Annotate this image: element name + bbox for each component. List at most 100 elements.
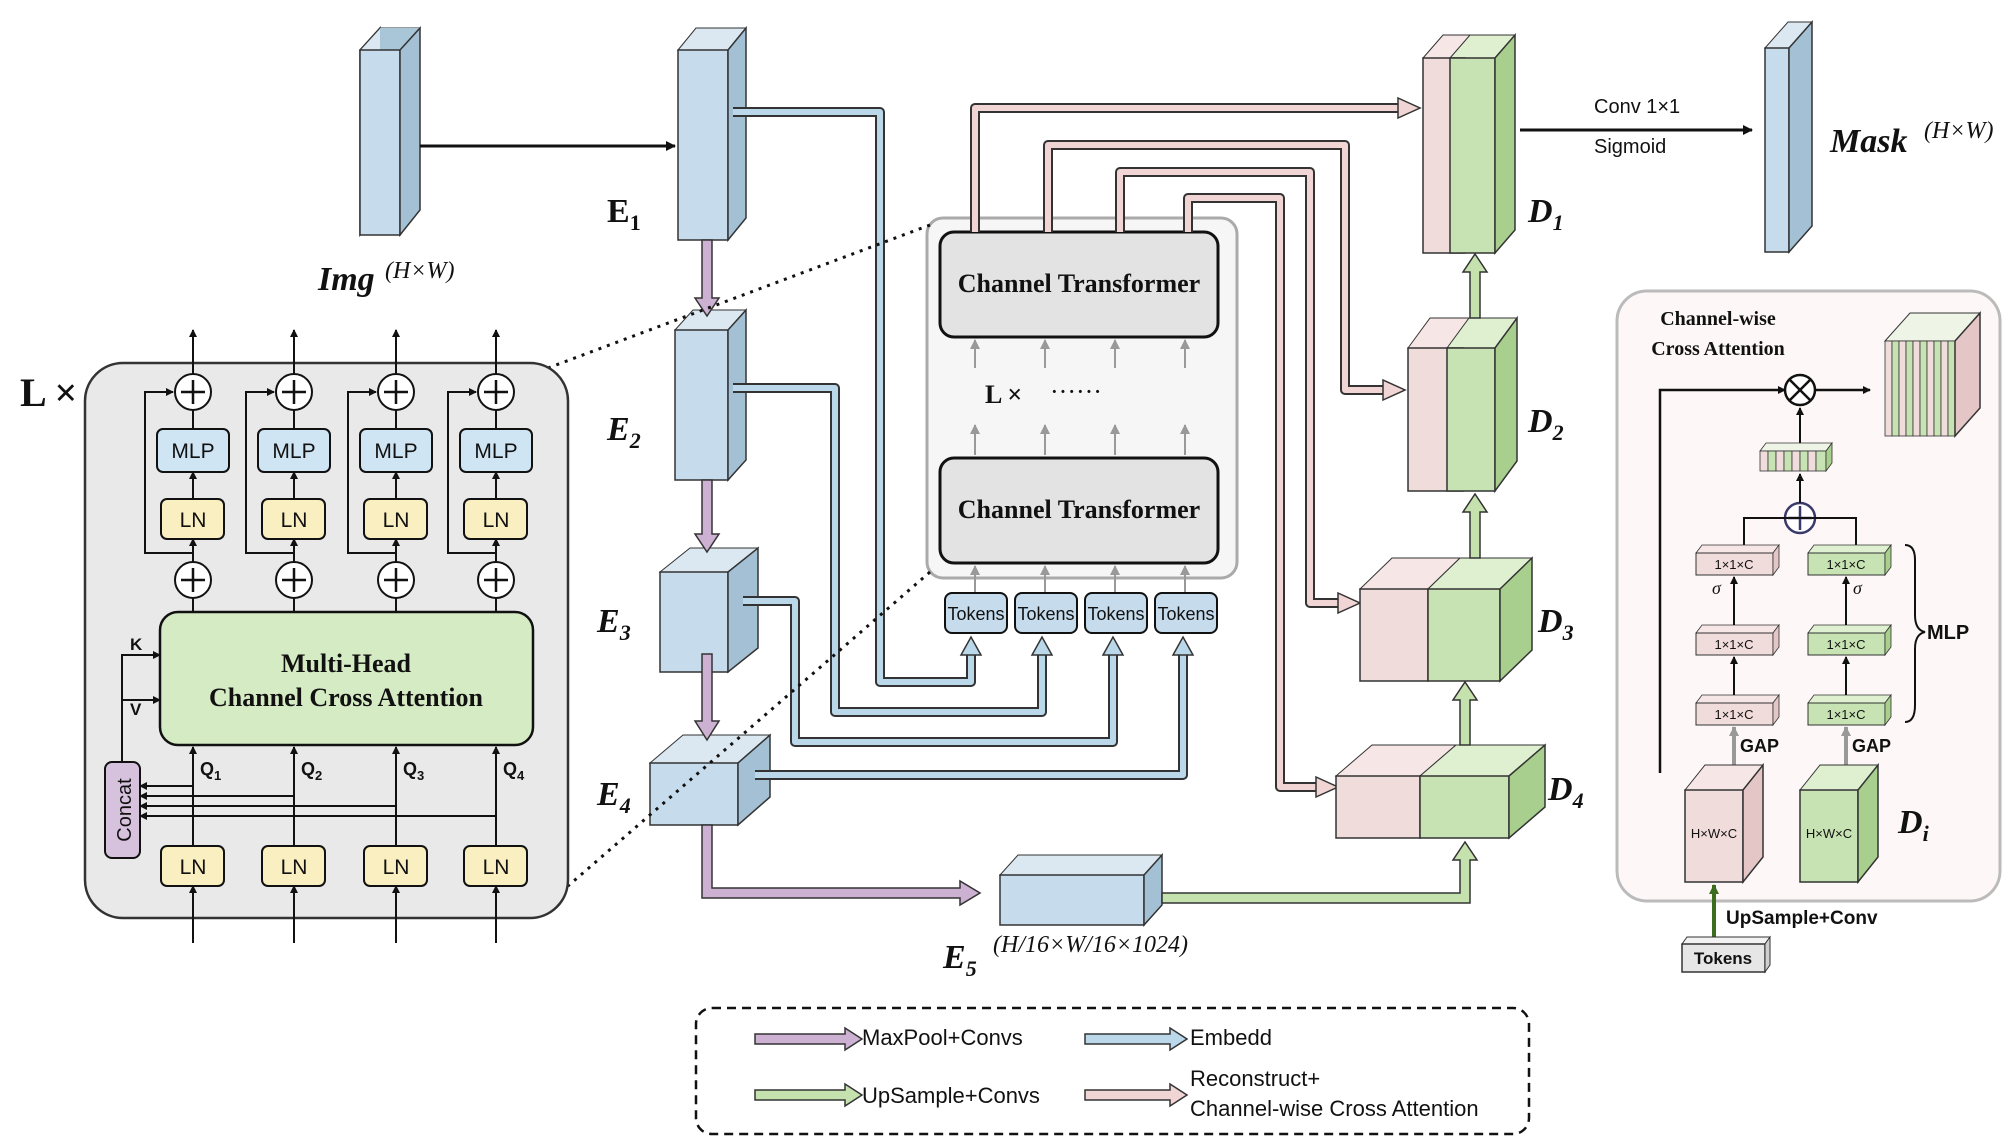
reconstruct-arrowheads [1315,96,1422,799]
embed-arrowheads [959,635,1195,656]
ccam-green-feature [1798,762,1880,885]
ln-bottom-label-3: LN [383,856,410,879]
ccam-layer-label-p3: 1×1×C [1714,707,1753,722]
concat-lines [121,651,496,820]
decoder-d2 [1407,315,1518,494]
mask-slab [1763,20,1814,254]
gap-label-pink: GAP [1740,736,1779,756]
legend-embed-arrow [1084,1026,1189,1052]
input-dims: (H×W) [385,258,455,284]
output-op-1: Conv 1×1 [1594,96,1680,118]
transformer-internal-arrows [970,339,1190,592]
mlp-label-2: MLP [272,440,315,463]
ccam-layer-label-g1: 1×1×C [1826,557,1865,572]
q3-label: Q3 [403,759,424,783]
tokens-2: Tokens [1014,592,1078,634]
ccam-layer-label-p2: 1×1×C [1714,637,1753,652]
di-label: Di [1897,804,1930,846]
ccam-feature-label-pink: H×W×C [1691,826,1737,841]
sigma-pink: σ [1712,578,1722,598]
branch-1 [144,329,230,943]
decoder-d1 [1421,32,1517,256]
e1-label: E1 [607,193,641,235]
tokens-1: Tokens [944,592,1008,634]
d3-label: D3 [1537,603,1574,645]
legend-maxpool-label: MaxPool+Convs [862,1025,1023,1050]
tokens-4-label: Tokens [1157,604,1214,624]
mlp-label-1: MLP [171,440,214,463]
ccam-panel [1615,289,2002,903]
attention-label-2: Channel Cross Attention [209,683,484,712]
ln-bottom-label-4: LN [483,856,510,879]
layer-repeat-label: L × [20,370,77,415]
encoder-e3 [658,546,760,674]
decoder-d4 [1334,743,1547,840]
encoder-e4 [648,733,772,827]
ccam-tokens-box [1681,935,1771,974]
mask-label: Mask [1829,123,1907,160]
ln-bottom-label-2: LN [281,856,308,879]
encoder-e1 [676,25,748,243]
legend-maxpool-arrow [754,1026,864,1052]
channel-weight-strip [1759,441,1833,473]
legend-reconstruct-arrow [1084,1082,1189,1108]
legend-reconstruct-label-1: Reconstruct+ [1190,1066,1320,1091]
ln-top-label-4: LN [483,509,510,532]
v-label: V [130,700,142,719]
mlp-brace [1904,544,1926,723]
ccam-layer-label-p1: 1×1×C [1714,557,1753,572]
ccam-green-column [1807,543,1892,727]
channel-transformer-bottom [938,456,1220,565]
legend-reconstruct-label-2: Channel-wise Cross Attention [1190,1096,1479,1121]
upsample-arrows [1161,252,1489,904]
transformer-dots: ······ [1050,377,1102,406]
q1-label: Q1 [200,759,221,783]
tokens-1-label: Tokens [947,604,1004,624]
channel-transformer-bottom-label: Channel Transformer [958,495,1200,524]
e5-label: E5 [942,939,977,981]
tokens-3-label: Tokens [1087,604,1144,624]
ccam-layer-label-g3: 1×1×C [1826,707,1865,722]
transformer-repeat-label: L × [985,380,1022,409]
embed-arrows [733,107,1188,780]
e2-label: E2 [606,411,641,453]
ccam-title-1: Channel-wise [1660,308,1776,330]
d2-label: D2 [1527,403,1564,445]
ln-top-label-1: LN [180,509,207,532]
tokens-2-label: Tokens [1017,604,1074,624]
maxpool-arrows [693,239,982,907]
branch-4 [447,329,533,943]
k-label: K [130,635,143,654]
ccam-pink-feature [1683,762,1765,885]
branch-3 [347,329,433,943]
tokens-3: Tokens [1084,592,1148,634]
ccam-upsample-label: UpSample+Conv [1726,908,1878,929]
input-image-slab [358,26,422,238]
q4-label: Q4 [503,759,525,783]
legend-upsample-label: UpSample+Convs [862,1083,1040,1108]
encoder-e5 [998,853,1164,927]
attention-label-1: Multi-Head [281,649,412,678]
reconstruct-arrows [970,103,1400,792]
legend-box [694,1006,1531,1136]
q2-label: Q2 [301,759,322,783]
ccam-mlp-label: MLP [1927,622,1969,644]
branch-2 [245,329,331,943]
e4-label: E4 [596,776,631,818]
decoder-d3 [1358,556,1534,683]
ccam-pink-column [1695,543,1780,727]
channel-transformer-top [938,230,1220,339]
ccam-output-cube [1883,311,1982,438]
concat-label: Concat [114,778,136,842]
ccam-feature-label-green: H×W×C [1806,826,1852,841]
ln-bottom-label-1: LN [180,856,207,879]
input-label: Img [317,261,375,298]
encoder-e2 [673,308,748,482]
e3-label: E3 [596,603,631,645]
mask-dims: (H×W) [1924,118,1994,144]
legend-embed-label: Embedd [1190,1025,1272,1050]
ccam-tokens-label: Tokens [1694,949,1752,968]
output-op-2: Sigmoid [1594,136,1666,158]
channel-transformer-top-label: Channel Transformer [958,269,1200,298]
